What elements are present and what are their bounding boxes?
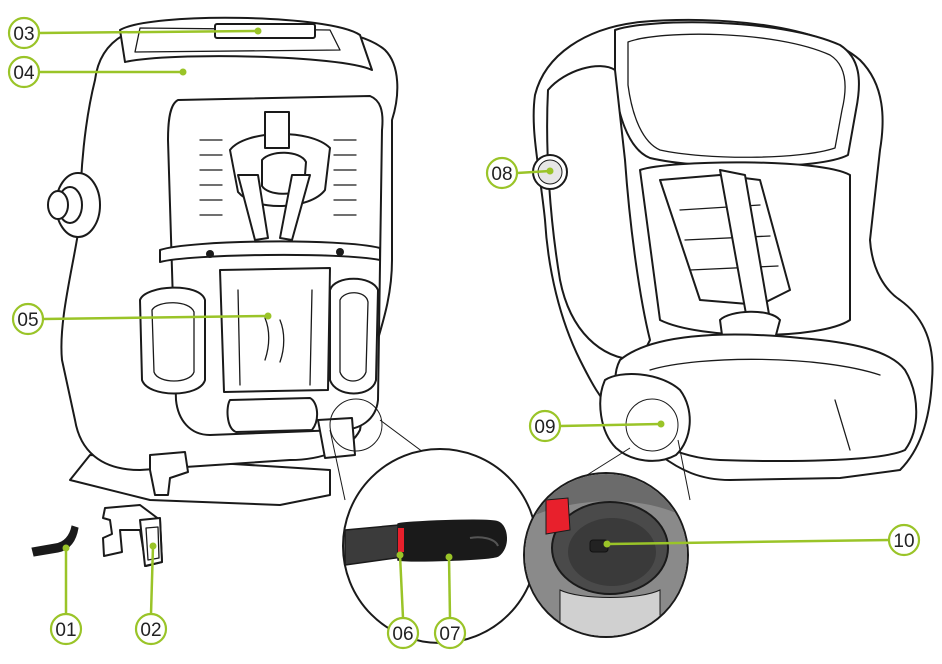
part-hook-icon [31,525,79,557]
leader-dot-04 [179,68,187,76]
label-number-06: 06 [392,624,413,645]
leader-dot-08 [546,167,554,175]
label-ring-04 [7,55,41,89]
cross-bar [159,240,381,263]
leader-line-05 [42,314,269,321]
adjuster-ribs [199,139,357,216]
callout-04: 04 [7,55,187,89]
label-number-03: 03 [13,24,34,45]
callout-03: 03 [7,16,262,50]
armrest [599,373,691,462]
leader-line-03 [38,29,259,35]
leader-dot-01 [62,544,70,552]
label-number-10: 10 [893,531,914,552]
callout-06: 06 [386,551,420,650]
callout-07: 07 [433,553,467,650]
bottom-buckle-housing [226,397,318,433]
callout-08: 08 [485,156,554,190]
label-ring-05 [11,302,45,336]
label-ring-02 [134,612,168,646]
leader-line-10 [606,538,890,546]
callout-10: 10 [603,523,921,557]
label-ring-03 [7,16,41,50]
leader-line-06 [398,554,405,619]
harness-strap-left [237,174,269,241]
label-ring-07 [433,616,467,650]
label-ring-10 [887,523,921,557]
callout-05: 05 [11,302,272,336]
connector-latch [397,519,507,562]
label-number-04: 04 [13,63,35,84]
leader-dot-03 [254,27,262,35]
leader-dot-05 [264,312,272,320]
leader-line-08 [516,169,551,175]
side-opening-right [329,277,379,395]
isofix-foot [149,451,189,496]
isofix-connector [317,417,356,459]
leader-dot-10 [603,540,611,548]
label-ring-09 [528,409,562,443]
leader-line-07 [447,556,452,619]
label-ring-01 [49,612,83,646]
callout-01: 01 [49,544,83,646]
callout-09: 09 [528,409,665,443]
lower-back-plate [219,267,331,393]
callout-labels: 01 02 03 04 05 06 07 08 09 10 [7,16,921,650]
leader-dot-07 [445,553,453,561]
height-adjuster [264,111,290,149]
leader-dot-06 [396,551,404,559]
seat-rear-view [47,16,399,506]
leader-dot-09 [657,420,665,428]
headrest-front [614,21,860,168]
seat-front-view [532,18,934,481]
label-number-07: 07 [439,624,460,645]
release-red-tab [545,497,571,535]
label-number-08: 08 [491,164,512,185]
leader-line-02 [149,545,155,615]
side-opening-left [139,286,206,395]
label-number-05: 05 [17,310,38,331]
harness-strap-right [279,174,311,241]
connector-red-indicator [398,528,404,552]
label-ring-06 [386,616,420,650]
zoom-detail-harness-release [523,439,691,638]
label-number-01: 01 [55,620,76,641]
callout-02: 02 [134,542,168,646]
side-knob-rear [47,172,101,238]
label-ring-08 [485,156,519,190]
zoom-detail-connector [329,398,538,644]
label-number-09: 09 [534,417,555,438]
leader-line-09 [559,422,662,428]
part-clip-icon [102,504,163,567]
leader-dot-02 [149,542,157,550]
label-number-02: 02 [140,620,161,641]
